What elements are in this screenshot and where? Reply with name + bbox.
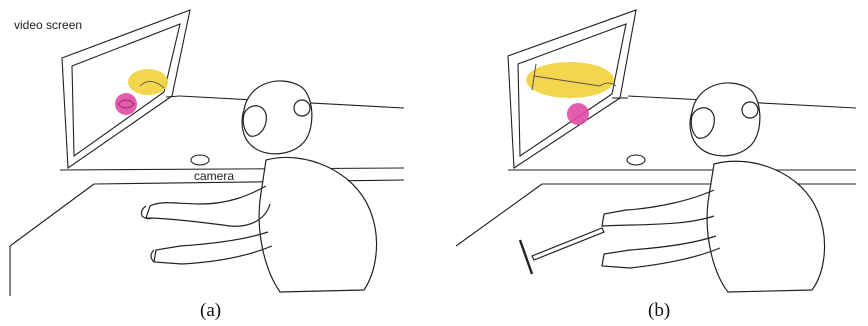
video-screen-label: video screen xyxy=(14,18,83,32)
panel-a: video screen camera xyxy=(4,0,422,296)
monkey-forearm-top xyxy=(145,202,271,227)
camera-icon xyxy=(190,154,210,166)
camera-icon xyxy=(626,154,646,166)
monkey-face xyxy=(690,107,715,139)
on-screen-hand xyxy=(599,82,617,87)
table-back-edge xyxy=(93,179,405,185)
monkey-hand-upper xyxy=(140,205,153,220)
yellow-target xyxy=(526,62,614,98)
monkey-head xyxy=(241,80,313,155)
counter-lower-line xyxy=(59,167,405,171)
screen-stand xyxy=(165,95,181,98)
caption-a: (a) xyxy=(200,300,222,321)
monkey-head xyxy=(689,82,761,157)
video-screen-outer-frame xyxy=(61,9,191,170)
magenta-hand-sketch xyxy=(117,99,135,109)
video-screen-inner-frame xyxy=(71,23,181,158)
monkey-ear xyxy=(293,99,311,117)
on-screen-hand xyxy=(139,81,165,89)
panel-b xyxy=(452,0,868,296)
magenta-hand-marker xyxy=(567,103,589,125)
monkey-face xyxy=(242,105,267,137)
monkey-hand-lower xyxy=(150,249,155,263)
monkey-body xyxy=(258,156,378,293)
magenta-hand-marker xyxy=(115,93,137,115)
monkey-upper-arm xyxy=(199,185,267,205)
panel-a-drawing xyxy=(9,9,405,296)
table-left-edge xyxy=(455,183,543,247)
caption-b: (b) xyxy=(648,300,671,321)
rake-head xyxy=(518,239,534,275)
video-screen-inner-frame xyxy=(517,23,627,158)
rake-handle xyxy=(531,227,605,261)
monkey-arm-lower xyxy=(601,235,721,269)
panel-b-drawing xyxy=(455,9,857,293)
on-screen-rake xyxy=(531,63,601,91)
monkey-forearm-lower xyxy=(153,231,273,265)
monkey-ear xyxy=(741,101,759,119)
table-left-edge xyxy=(9,183,95,247)
monkey-body xyxy=(706,160,826,293)
monkey-arm-upper xyxy=(601,189,715,227)
camera-label: camera xyxy=(194,169,235,183)
